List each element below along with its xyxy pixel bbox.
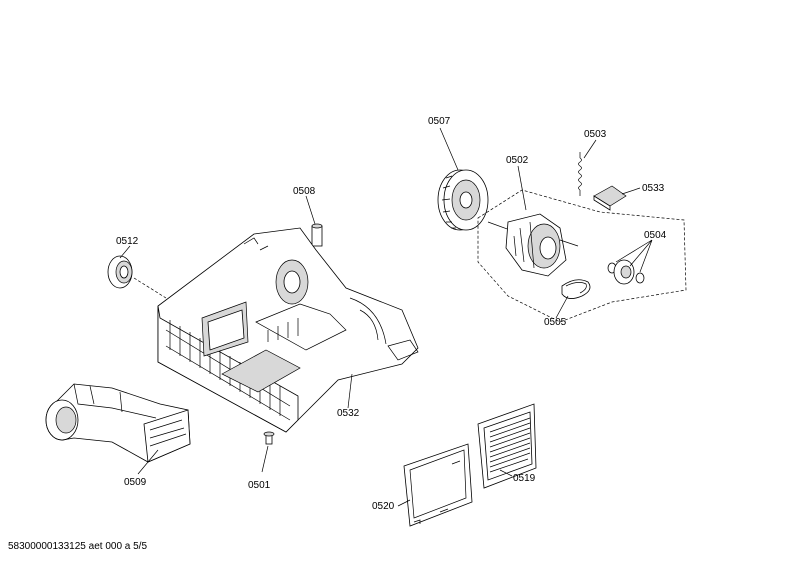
leader-0519 [499,469,513,477]
motor-part [487,213,579,277]
leader-0533 [621,187,641,195]
motor-group-outline [477,189,687,323]
part-label: 0519 [513,473,536,484]
foot-part [311,223,323,247]
leader-0504 [615,239,653,273]
leader-0507 [439,127,459,171]
part-label: 0502 [506,155,529,166]
spring-part [578,152,582,196]
part-label: 0507 [428,116,451,127]
part-label: 0501 [248,480,271,491]
document-id-footer: 58300000133125 aet 000 a 5/5 [8,541,148,552]
filter-frame-part [403,443,473,527]
part-label: 0508 [293,186,316,197]
part-label: 0512 [116,236,139,247]
part-label: 0532 [337,408,360,419]
duct-part [45,383,191,463]
leader-0505 [555,295,569,319]
leader-0512 [119,245,131,259]
part-label: 0533 [642,183,665,194]
leader-0508 [305,195,316,225]
part-label: 0505 [544,317,567,328]
leader-0509 [137,449,159,475]
ring-guide [133,277,167,299]
screw-part [263,431,275,445]
base-housing-part [157,227,419,433]
leader-0520 [397,499,411,507]
belt-part [561,279,591,299]
part-label: 0509 [124,477,147,488]
fan-wheel-part [437,169,489,231]
leader-0503 [583,139,597,159]
leader-0502 [517,165,527,211]
part-label: 0504 [644,230,667,241]
pulley-part [607,259,645,285]
leader-0532 [347,373,353,409]
ring-part [107,255,133,289]
part-label: 0503 [584,129,607,140]
bracket-part [593,185,627,211]
grille-filter-part [477,403,537,489]
part-label: 0520 [372,501,395,512]
leader-0501 [261,445,269,473]
